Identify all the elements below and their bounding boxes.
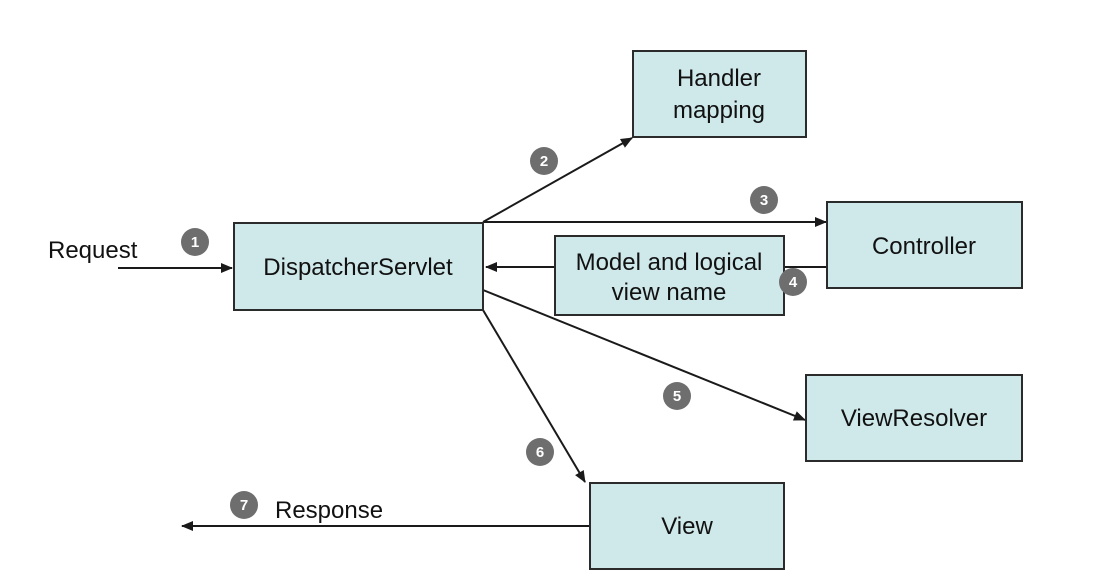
step-number-6: 6 (536, 444, 544, 461)
model-view-name-label-line2: view name (612, 279, 727, 306)
step-number-4: 4 (789, 274, 798, 291)
model-view-name-box: Model and logical view name (554, 235, 785, 316)
view-resolver-box: ViewResolver (805, 374, 1023, 462)
controller-label: Controller (872, 233, 976, 260)
step-number-3: 3 (760, 192, 768, 209)
request-label: Request (48, 237, 138, 264)
step-badge-5: 5 (663, 382, 691, 410)
step-number-5: 5 (673, 388, 681, 405)
step-badge-7: 7 (230, 491, 258, 519)
view-resolver-arrow (482, 289, 806, 421)
step-badge-2: 2 (530, 147, 558, 175)
handler-mapping-label-line1: Handler (677, 65, 761, 92)
handler-mapping-arrow (482, 137, 633, 223)
response-label: Response (275, 497, 383, 524)
step-number-1: 1 (191, 234, 199, 251)
view-arrow (482, 309, 586, 483)
controller-box: Controller (826, 201, 1023, 289)
handler-mapping-box: Handler mapping (632, 50, 807, 138)
step-number-7: 7 (240, 497, 248, 514)
view-resolver-label: ViewResolver (841, 405, 987, 432)
step-badge-3: 3 (750, 186, 778, 214)
dispatcher-servlet-label: DispatcherServlet (263, 254, 453, 281)
model-view-name-label-line1: Model and logical (576, 249, 763, 276)
step-number-2: 2 (540, 153, 548, 170)
view-box: View (589, 482, 785, 570)
step-badge-4: 4 (779, 268, 807, 296)
handler-mapping-label-line2: mapping (673, 97, 765, 124)
step-badge-6: 6 (526, 438, 554, 466)
view-label: View (661, 513, 713, 540)
dispatcher-servlet-box: DispatcherServlet (233, 222, 484, 311)
step-badge-1: 1 (181, 228, 209, 256)
